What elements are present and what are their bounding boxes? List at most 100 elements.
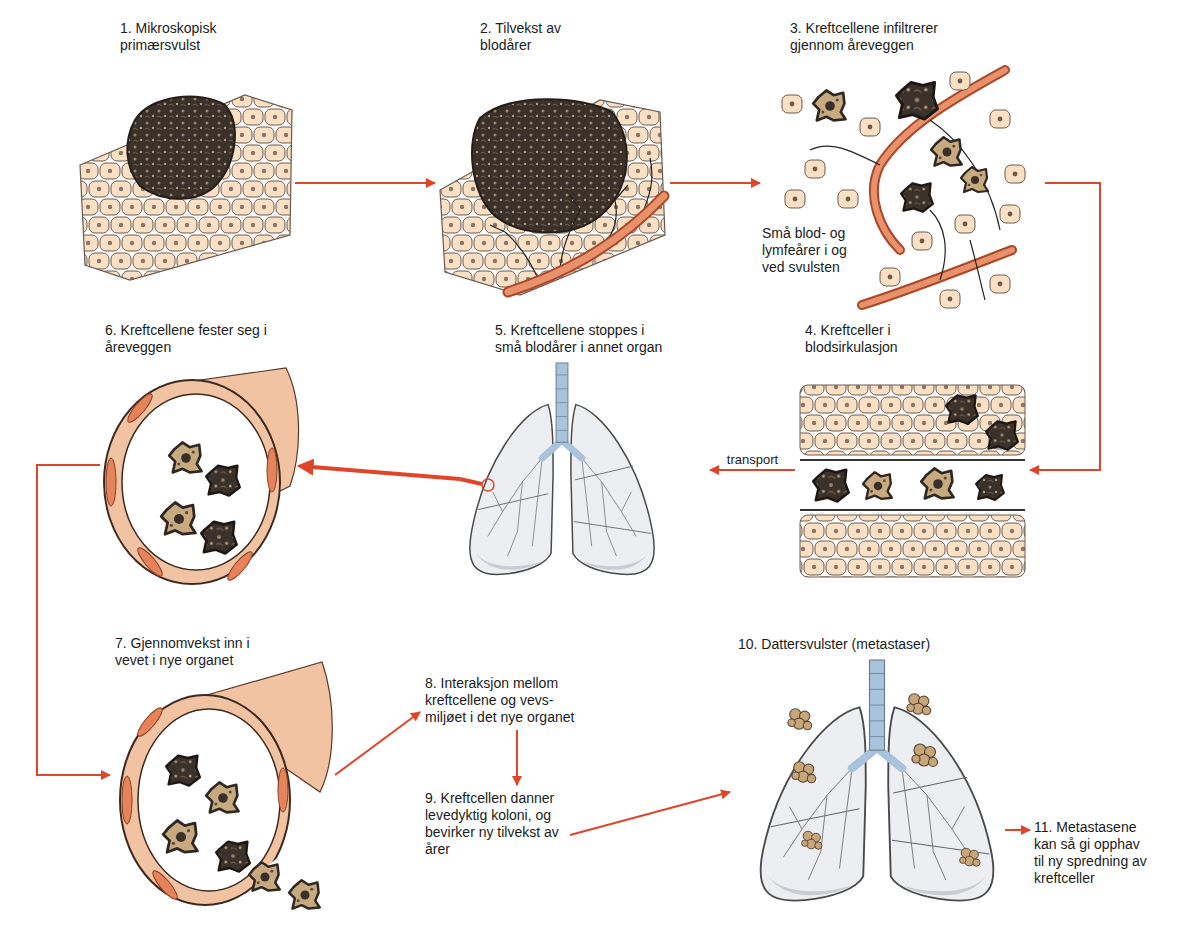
lungs: [470, 363, 654, 575]
tumor-cell: [921, 468, 953, 498]
tumor-cell: [813, 470, 848, 502]
lung-illustration: [460, 363, 654, 575]
metastasis: [792, 762, 816, 783]
tumor-cell: [166, 756, 200, 786]
blood-vessel: [862, 250, 1012, 305]
tumor-cell: [216, 842, 250, 872]
lungs: [761, 660, 994, 901]
loose-cell: [880, 268, 900, 286]
step-panel: 6. Kreftcellene fester seg i åreveggen: [100, 318, 300, 593]
loose-cell: [940, 290, 960, 308]
step-note: Små blod- og lymfeårer i og ved svulsten: [762, 225, 862, 276]
tumor-cell: [961, 167, 988, 192]
blood-vessel: [508, 196, 664, 292]
tumor-cell: [201, 522, 236, 554]
tissue-sheet: [440, 100, 665, 295]
metastasis: [788, 709, 812, 730]
loose-cell: [912, 232, 932, 250]
tumor-cell: [206, 466, 240, 496]
step-panel: 11. Metastasene kan så gi opphav til ny …: [1030, 815, 1160, 891]
endothelial-cell: [150, 868, 181, 902]
loose-cell: [805, 160, 825, 178]
loose-cell: [1005, 165, 1025, 183]
angiogenesis-illustration: [440, 99, 665, 295]
flow-arrow: [516, 730, 518, 785]
step-panel: 8. Interaksjon mellom kreftcellene og ve…: [420, 670, 645, 730]
flow-arrow: [335, 712, 420, 775]
tumor-cell: [901, 183, 933, 211]
vessel-lumen: [122, 394, 270, 570]
tumor-cell: [896, 82, 937, 119]
tumor-mass: [472, 99, 627, 232]
step-caption: 4. Kreftceller i blodsirkulasjon: [805, 322, 935, 356]
loose-cell: [1000, 205, 1020, 223]
metastasis: [907, 694, 931, 715]
loose-cell: [990, 275, 1010, 293]
step-caption: 7. Gjennomvekst inn i vevet i nye organe…: [115, 635, 265, 669]
step-panel: 5. Kreftcellene stoppes i små blodårer i…: [460, 318, 710, 583]
tissue-sheet: [80, 95, 292, 280]
tumor-mass: [127, 97, 235, 199]
metastasis: [912, 744, 938, 767]
blood-vessel-wall: [862, 250, 1012, 305]
endothelial-cell: [135, 545, 166, 579]
flow-arrow: [295, 182, 435, 184]
loose-cell: [955, 215, 975, 233]
step-panel: 3. Kreftcellene infiltrerer gjennom årev…: [760, 15, 1045, 310]
endothelial-cell: [225, 549, 256, 583]
endothelial-cell: [106, 458, 116, 506]
endothelial-cell: [278, 768, 288, 812]
endothelial-cell: [267, 448, 277, 492]
trap-marker: [482, 479, 494, 491]
flow-arrow: [300, 466, 460, 479]
step-caption: 5. Kreftcellene stoppes i små blodårer i…: [495, 322, 670, 356]
arrow-lead: [460, 479, 482, 484]
step-caption: 6. Kreftcellene fester seg i åreveggen: [105, 322, 269, 356]
metastasis-illustration: [761, 660, 994, 901]
step-caption: 1. Mikroskopisk primærsvulst: [120, 20, 250, 54]
primary-tumor-illustration: [80, 95, 292, 280]
tumor-cell: [813, 90, 845, 120]
loose-cell: [990, 110, 1010, 128]
vessel-lumen: [138, 709, 280, 891]
blood-vessel-wall: [508, 196, 664, 292]
vessel-wall: [104, 380, 280, 584]
step-caption: 8. Interaksjon mellom kreftcellene og ve…: [425, 675, 580, 726]
vessel-wall: [120, 695, 290, 905]
tumor-cell: [249, 862, 280, 890]
tumor-cell: [289, 880, 320, 908]
loose-cell: [782, 95, 802, 113]
step-caption: 2. Tilvekst av blodårer: [480, 20, 590, 54]
step-caption: 9. Kreftcellen danner levedyktig koloni,…: [425, 790, 565, 858]
endothelial-cell: [125, 391, 156, 425]
step-panel: 1. Mikroskopisk primærsvulst: [70, 15, 295, 285]
step-caption: 3. Kreftcellene infiltrerer gjennom årev…: [790, 20, 985, 54]
tissue-band: [800, 385, 1025, 455]
tumor-cell: [169, 442, 201, 472]
tumor-cell: [161, 503, 195, 535]
metastasis: [960, 848, 980, 866]
metastasis: [802, 831, 822, 849]
tumor-cell: [863, 472, 892, 499]
loose-cell: [950, 72, 970, 90]
loose-cell: [785, 190, 805, 208]
tumor-cell: [986, 421, 1018, 449]
loose-cell: [838, 190, 858, 208]
flow-arrow: [1030, 183, 1100, 470]
edge-label: transport: [725, 452, 780, 467]
tumor-cell: [163, 821, 197, 853]
flow-arrow: [710, 469, 795, 471]
flow-arrow: [1005, 829, 1030, 831]
flow-arrow: [570, 792, 730, 835]
tumor-cell: [976, 475, 1004, 500]
loose-cell: [860, 118, 880, 136]
step-panel: 10. Dattersvulster (metastaser): [730, 633, 1005, 910]
tumor-cell: [206, 782, 238, 812]
flow-arrow: [37, 465, 110, 775]
step-panel: 7. Gjennomvekst inn i vevet i nye organe…: [110, 630, 335, 922]
tumor-cell: [931, 137, 962, 165]
extravasation-illustration: [120, 662, 332, 909]
